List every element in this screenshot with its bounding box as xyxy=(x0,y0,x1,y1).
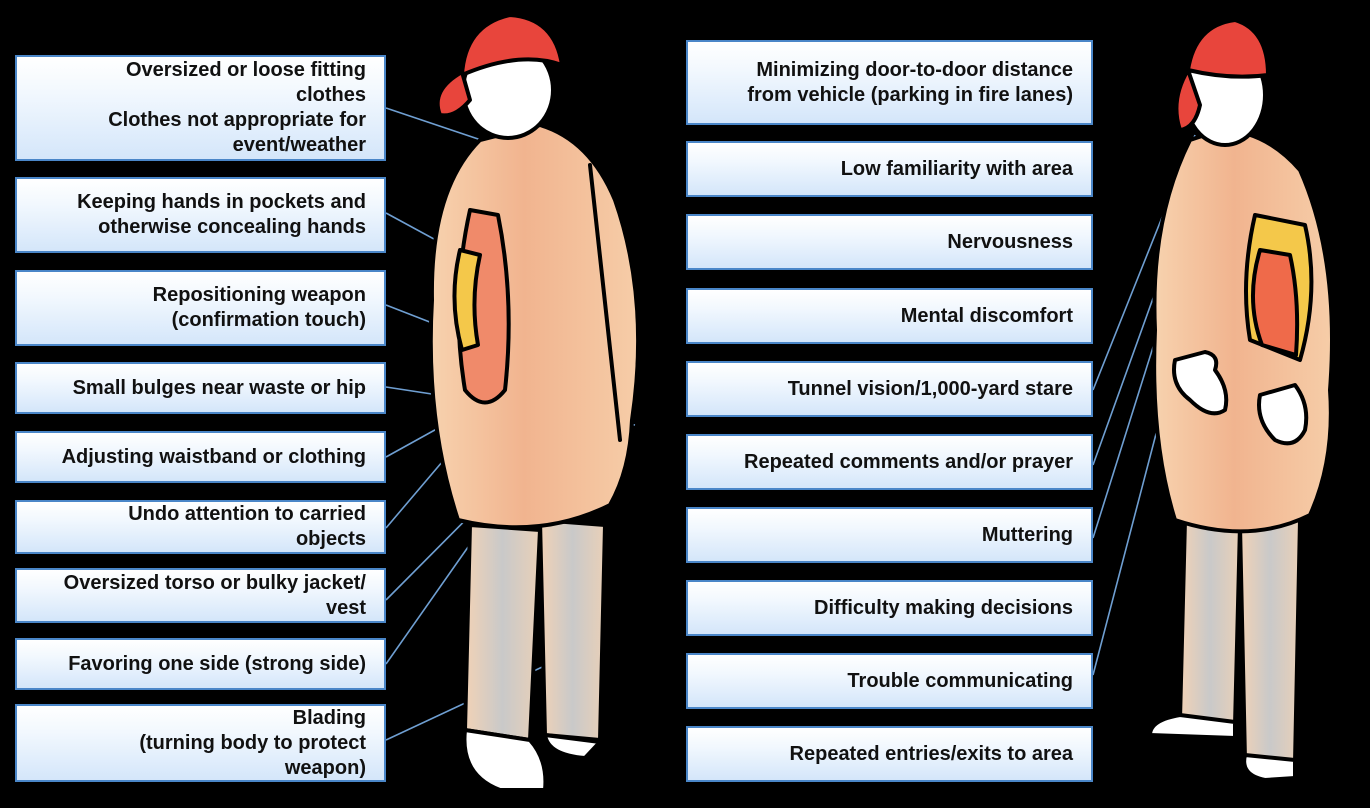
label-line: Minimizing door-to-door distance xyxy=(698,58,1073,83)
label-line: Mental discomfort xyxy=(698,304,1073,329)
label-box-concealing-hands: Keeping hands in pockets and otherwise c… xyxy=(15,177,386,253)
label-box-difficulty-deciding: Difficulty making decisions xyxy=(686,580,1093,636)
label-line: Repeated entries/exits to area xyxy=(698,742,1073,767)
label-box-repositioning-weapon: Repositioning weapon (confirmation touch… xyxy=(15,270,386,346)
label-box-muttering: Muttering xyxy=(686,507,1093,563)
label-line: Tunnel vision/1,000-yard stare xyxy=(698,377,1073,402)
label-line: Trouble communicating xyxy=(698,669,1073,694)
label-line: from vehicle (parking in fire lanes) xyxy=(698,83,1073,108)
label-box-trouble-communicating: Trouble communicating xyxy=(686,653,1093,709)
label-line: Oversized or loose fitting xyxy=(27,58,366,83)
label-line: (turning body to protect xyxy=(27,731,366,756)
label-line: Clothes not appropriate for xyxy=(27,108,366,133)
label-line: vest xyxy=(27,596,366,621)
label-line: Nervousness xyxy=(698,230,1073,255)
label-line: otherwise concealing hands xyxy=(27,215,366,240)
label-line: Favoring one side (strong side) xyxy=(27,652,366,677)
label-line: clothes xyxy=(27,83,366,108)
label-box-mental-discomfort: Mental discomfort xyxy=(686,288,1093,344)
label-box-blading: Blading (turning body to protect weapon) xyxy=(15,704,386,782)
label-box-door-to-door: Minimizing door-to-door distance from ve… xyxy=(686,40,1093,125)
label-line: weapon) xyxy=(27,756,366,781)
label-box-low-familiarity: Low familiarity with area xyxy=(686,141,1093,197)
label-box-small-bulges: Small bulges near waste or hip xyxy=(15,362,386,414)
label-box-carried-objects: Undo attention to carried objects xyxy=(15,500,386,554)
label-line: Oversized torso or bulky jacket/ xyxy=(27,571,366,596)
label-box-adjusting-waistband: Adjusting waistband or clothing xyxy=(15,431,386,483)
label-box-nervousness: Nervousness xyxy=(686,214,1093,270)
label-line: (confirmation touch) xyxy=(27,308,366,333)
label-line: Low familiarity with area xyxy=(698,157,1073,182)
label-line: Repeated comments and/or prayer xyxy=(698,450,1073,475)
label-line: Adjusting waistband or clothing xyxy=(27,445,366,470)
label-line: objects xyxy=(27,527,366,552)
label-line: Difficulty making decisions xyxy=(698,596,1073,621)
label-box-repeated-comments: Repeated comments and/or prayer xyxy=(686,434,1093,490)
label-box-oversized-torso: Oversized torso or bulky jacket/ vest xyxy=(15,568,386,623)
label-line: Repositioning weapon xyxy=(27,283,366,308)
label-box-favoring-side: Favoring one side (strong side) xyxy=(15,638,386,690)
label-line: Small bulges near waste or hip xyxy=(27,376,366,401)
label-line: event/weather xyxy=(27,133,366,158)
label-box-loose-clothes: Oversized or loose fitting clothes Cloth… xyxy=(15,55,386,161)
label-line: Blading xyxy=(27,706,366,731)
label-box-repeated-entries: Repeated entries/exits to area xyxy=(686,726,1093,782)
label-line: Keeping hands in pockets and xyxy=(27,190,366,215)
label-box-tunnel-vision: Tunnel vision/1,000-yard stare xyxy=(686,361,1093,417)
label-line: Muttering xyxy=(698,523,1073,548)
label-line: Undo attention to carried xyxy=(27,502,366,527)
